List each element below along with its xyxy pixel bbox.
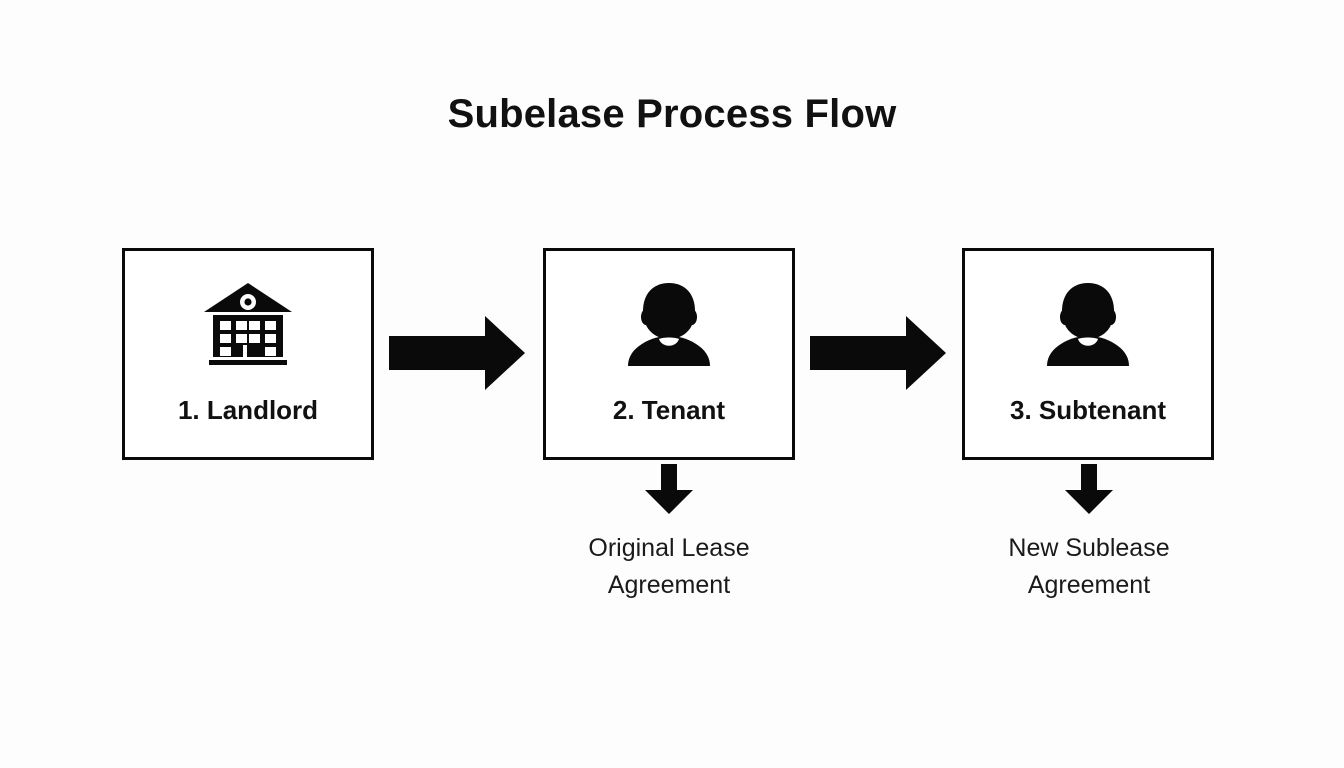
document-label-line-2: Agreement [607, 571, 731, 599]
arrow-down-icon [1063, 464, 1115, 514]
step-box-subtenant: 3. Subtenant [962, 248, 1214, 460]
document-label-line-1: Original Lease [588, 534, 750, 562]
step-label-landlord: 1. Landlord [177, 395, 319, 425]
step-box-tenant: 2. Tenant [543, 248, 795, 460]
document-label-line-1: New Sublease [1008, 534, 1170, 562]
arrow-right-icon [389, 316, 525, 390]
step-box-landlord: 1. Landlord [122, 248, 374, 460]
page-title: Subelase Process Flow [447, 92, 897, 136]
arrow-down-icon [643, 464, 695, 514]
document-label-original-lease: Original Lease Agreement [519, 530, 819, 604]
building-icon [125, 275, 371, 371]
arrow-right-icon [810, 316, 946, 390]
document-label-new-sublease: New Sublease Agreement [939, 530, 1239, 604]
document-label-line-2: Agreement [1027, 571, 1151, 599]
person-icon [965, 275, 1211, 371]
step-label-tenant: 2. Tenant [612, 395, 726, 425]
step-label-subtenant: 3. Subtenant [1009, 395, 1166, 425]
person-icon [546, 275, 792, 371]
